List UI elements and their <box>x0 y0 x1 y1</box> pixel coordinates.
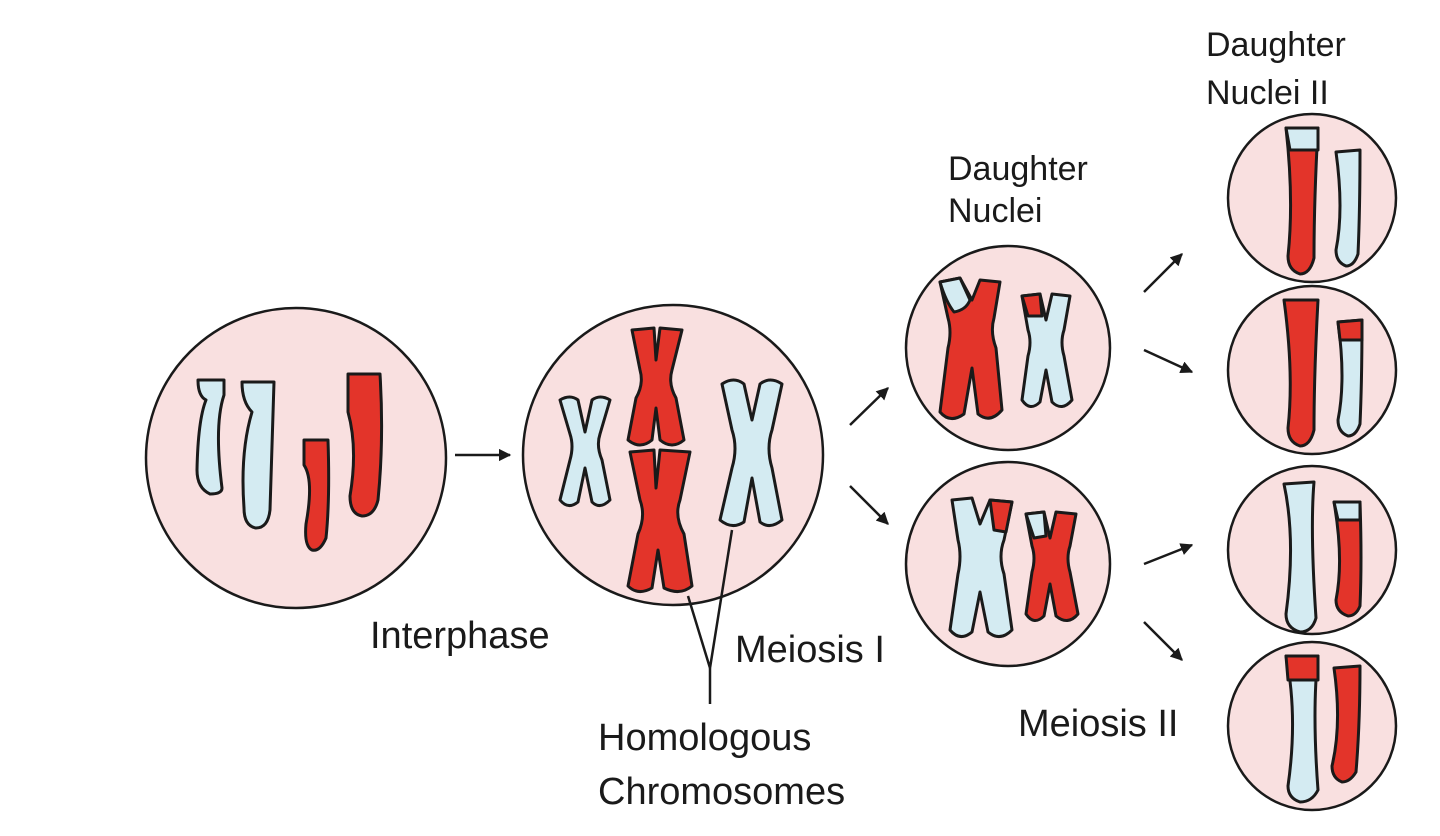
chromatid-red-2 <box>1282 298 1320 448</box>
arrow-meiosis-i-to-top <box>849 387 889 426</box>
chromosome-red-x-crossed-2 <box>1024 510 1080 622</box>
chromatid-blue-tip-3 <box>1332 500 1362 522</box>
daughter-nuclei-ii-label-line1: Daughter <box>1206 26 1346 64</box>
chromatid-blue-3 <box>1282 480 1318 634</box>
chromosome-blue-small <box>195 378 226 496</box>
chromosome-blue-x-small <box>558 395 612 507</box>
chromosome-red-tip-bottom <box>988 498 1014 534</box>
interphase-cell <box>144 306 448 610</box>
chromatid-blue-4 <box>1284 654 1320 804</box>
chromosome-red-x-bottom <box>626 448 694 593</box>
chromatid-red-tip-4 <box>1284 654 1320 682</box>
arrow-meiosis-i-to-bottom <box>849 485 889 525</box>
chromatid-red-tip-2 <box>1336 318 1364 342</box>
chromatid-blue-1 <box>1334 148 1362 268</box>
daughter-nucleus-ii-3 <box>1226 464 1398 636</box>
chromatid-red-1 <box>1284 126 1320 276</box>
daughter-nuclei-label-line2: Nuclei <box>948 192 1042 230</box>
homologous-pointer <box>686 529 734 704</box>
chromatid-red-3 <box>1332 500 1363 618</box>
chromosome-blue-tip-bottom <box>1024 510 1048 540</box>
chromosome-red-x-top <box>626 326 686 447</box>
chromosome-red-tip-top <box>1020 292 1044 318</box>
chromosome-blue-large <box>240 380 276 530</box>
chromosome-blue-tip-top <box>938 276 972 314</box>
daughter-nucleus-top <box>904 244 1112 452</box>
daughter-nucleus-ii-1 <box>1226 112 1398 284</box>
daughter-nucleus-ii-2 <box>1226 284 1398 456</box>
meiosis-i-label: Meiosis I <box>735 629 885 671</box>
arrow-to-nucleus-ii-4 <box>1143 621 1183 661</box>
arrow-to-nucleus-ii-2 <box>1143 348 1194 374</box>
daughter-nucleus-bottom <box>904 460 1112 668</box>
homologous-label-line2: Chromosomes <box>598 771 845 813</box>
daughter-nuclei-label-line1: Daughter <box>948 150 1088 188</box>
chromosome-blue-x-large <box>718 378 784 527</box>
chromatid-blue-2 <box>1336 318 1364 438</box>
meiosis-i-cell <box>521 303 825 607</box>
chromosome-red-large <box>346 372 384 518</box>
daughter-nucleus-ii-4 <box>1226 640 1398 812</box>
arrow-to-nucleus-ii-3 <box>1143 543 1194 566</box>
daughter-nuclei-ii-label-line2: Nuclei II <box>1206 74 1329 112</box>
chromosome-blue-x-crossed <box>1020 292 1074 408</box>
arrow-to-nucleus-ii-1 <box>1143 253 1183 293</box>
chromosome-red-small <box>302 438 331 552</box>
chromatid-red-4 <box>1330 664 1362 784</box>
interphase-label: Interphase <box>370 615 550 657</box>
homologous-label-line1: Homologous <box>598 717 811 759</box>
chromatid-blue-tip-1 <box>1284 126 1320 152</box>
chromosome-blue-x-crossed-2 <box>948 496 1014 638</box>
meiosis-ii-label: Meiosis II <box>1018 703 1178 745</box>
